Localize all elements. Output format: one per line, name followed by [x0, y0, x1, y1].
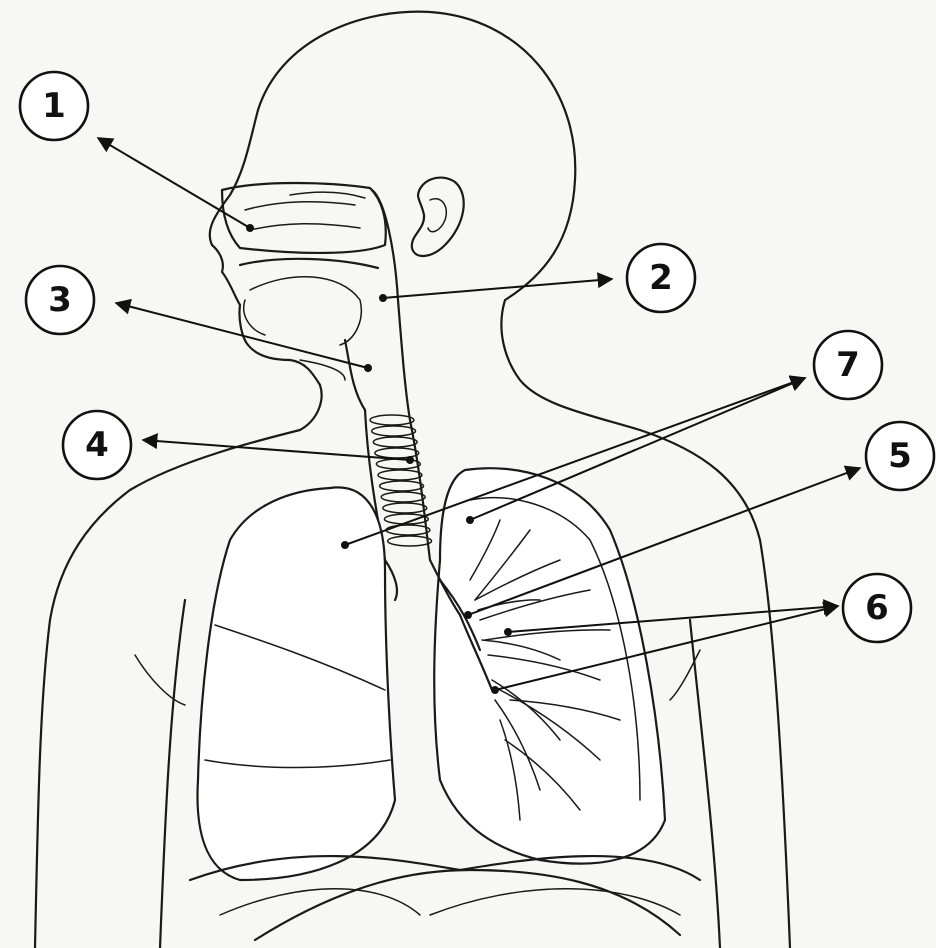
oral-cavity [240, 259, 378, 345]
leader-1-dot [246, 224, 254, 232]
trachea-ring [372, 426, 416, 436]
leader-7b-dot [466, 516, 474, 524]
leader-6a-dot [504, 628, 512, 636]
callout-4-label: 4 [85, 425, 109, 465]
trachea-ring [375, 448, 419, 458]
callout-3-label: 3 [48, 280, 72, 320]
leader-6b-dot [491, 686, 499, 694]
leader-7a-dot [341, 541, 349, 549]
leader-4 [143, 440, 410, 460]
leader-2-dot [379, 294, 387, 302]
callout-1: 1 [20, 72, 88, 140]
leader-3-dot [364, 364, 372, 372]
callout-7: 7 [814, 331, 882, 399]
left-lung [430, 468, 680, 915]
trachea-ring [378, 470, 422, 480]
nasal-cavity [222, 183, 386, 253]
callout-5: 5 [866, 422, 934, 490]
callout-4: 4 [63, 411, 131, 479]
callout-7-label: 7 [836, 345, 860, 385]
leader-2 [383, 279, 612, 298]
callout-2-label: 2 [649, 258, 673, 298]
trachea-ring [386, 525, 430, 535]
callout-6: 6 [843, 574, 911, 642]
pharynx-larynx [345, 190, 410, 420]
leader-4-dot [406, 456, 414, 464]
callout-1-label: 1 [42, 86, 66, 126]
leader-1 [98, 138, 250, 228]
trachea-ring [388, 536, 432, 546]
callout-2: 2 [627, 244, 695, 312]
trachea-ring [373, 437, 417, 447]
leader-7b [470, 378, 805, 520]
trachea-ring [381, 492, 425, 502]
callout-6-label: 6 [865, 588, 889, 628]
leader-3 [116, 303, 368, 368]
trachea-ring [383, 503, 427, 513]
right-lung [197, 487, 420, 915]
callout-5-label: 5 [888, 436, 912, 476]
leader-5-dot [464, 611, 472, 619]
trachea-ring [370, 415, 414, 425]
trachea-ring [380, 481, 424, 491]
callout-3: 3 [26, 266, 94, 334]
